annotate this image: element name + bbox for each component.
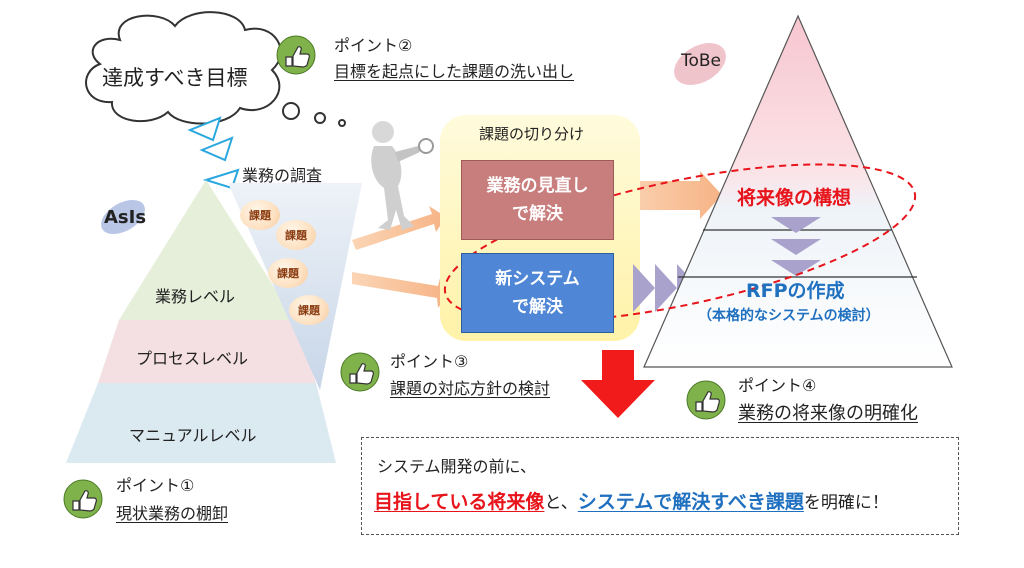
- asis-level-manual: マニュアルレベル: [129, 426, 257, 445]
- box-business-line1: 業務の見直し: [486, 176, 589, 196]
- box-system-line2: で解決: [512, 297, 563, 317]
- thumbs-up-icon: [686, 380, 726, 420]
- point2-text: 目標を起点にした課題の洗い出し: [334, 62, 575, 81]
- investigator-figure: [371, 121, 434, 230]
- tobe-blob: [674, 43, 726, 85]
- message-future-vision: 目指している将来像: [374, 491, 545, 513]
- issue-bubble: 課題: [268, 258, 308, 288]
- message-conj: と、: [544, 493, 578, 513]
- issue-bubble: 課題: [289, 295, 329, 325]
- box-business-line2: で解決: [512, 204, 563, 224]
- highlight-dashed-ellipse: [443, 163, 917, 323]
- investigation-label: 業務の調査: [242, 166, 323, 185]
- point3-text: 課題の対応方針の検討: [390, 379, 551, 398]
- point4-title: ポイント④: [738, 376, 817, 395]
- thumbs-up-icon: [63, 479, 103, 519]
- message-line2: 目指している将来像と、システムで解決すべき課題を明確に！: [374, 487, 889, 514]
- box-system-line1: 新システム: [495, 269, 580, 289]
- separation-title: 課題の切り分け: [479, 125, 585, 143]
- tobe-pyramid: [643, 14, 953, 368]
- asis-level-process: プロセスレベル: [136, 349, 249, 368]
- tobe-rfp: RFPの作成: [746, 280, 845, 302]
- blue-triangle-arrows: [187, 116, 240, 190]
- issue-bubble: 課題: [276, 220, 316, 250]
- point4-text: 業務の将来像の明確化: [738, 403, 918, 424]
- point1-text: 現状業務の棚卸: [116, 504, 229, 523]
- box-business-review: 業務の見直し で解決: [461, 160, 614, 240]
- message-line1: システム開発の前に、: [377, 457, 537, 476]
- point2-title: ポイント②: [334, 36, 413, 55]
- point3-title: ポイント③: [390, 352, 469, 371]
- message-system-issues: システムで解決すべき課題: [577, 491, 804, 513]
- asis-label: AsIs: [104, 207, 147, 228]
- summary-message-box: [361, 437, 959, 535]
- asis-blob: [101, 199, 145, 235]
- tobe-label: ToBe: [681, 51, 722, 71]
- tobe-down-chevrons: [771, 217, 821, 276]
- goal-label: 達成すべき目標: [102, 66, 248, 90]
- issue-bubble: 課題: [240, 200, 280, 230]
- point1-title: ポイント①: [116, 476, 195, 495]
- thumbs-up-icon: [276, 35, 316, 75]
- thought-cloud: [85, 11, 346, 127]
- tobe-vision: 将来像の構想: [737, 187, 852, 209]
- thumbs-up-icon: [340, 352, 380, 392]
- message-tail: を明確に！: [803, 493, 889, 513]
- box-new-system: 新システム で解決: [461, 253, 614, 333]
- asis-level-business: 業務レベル: [155, 287, 236, 306]
- asis-pyramid: [66, 180, 336, 463]
- tobe-rfp-sub: （本格的なシステムの検討）: [698, 308, 880, 324]
- red-down-arrow: [581, 350, 655, 418]
- orange-arrows: [352, 171, 722, 308]
